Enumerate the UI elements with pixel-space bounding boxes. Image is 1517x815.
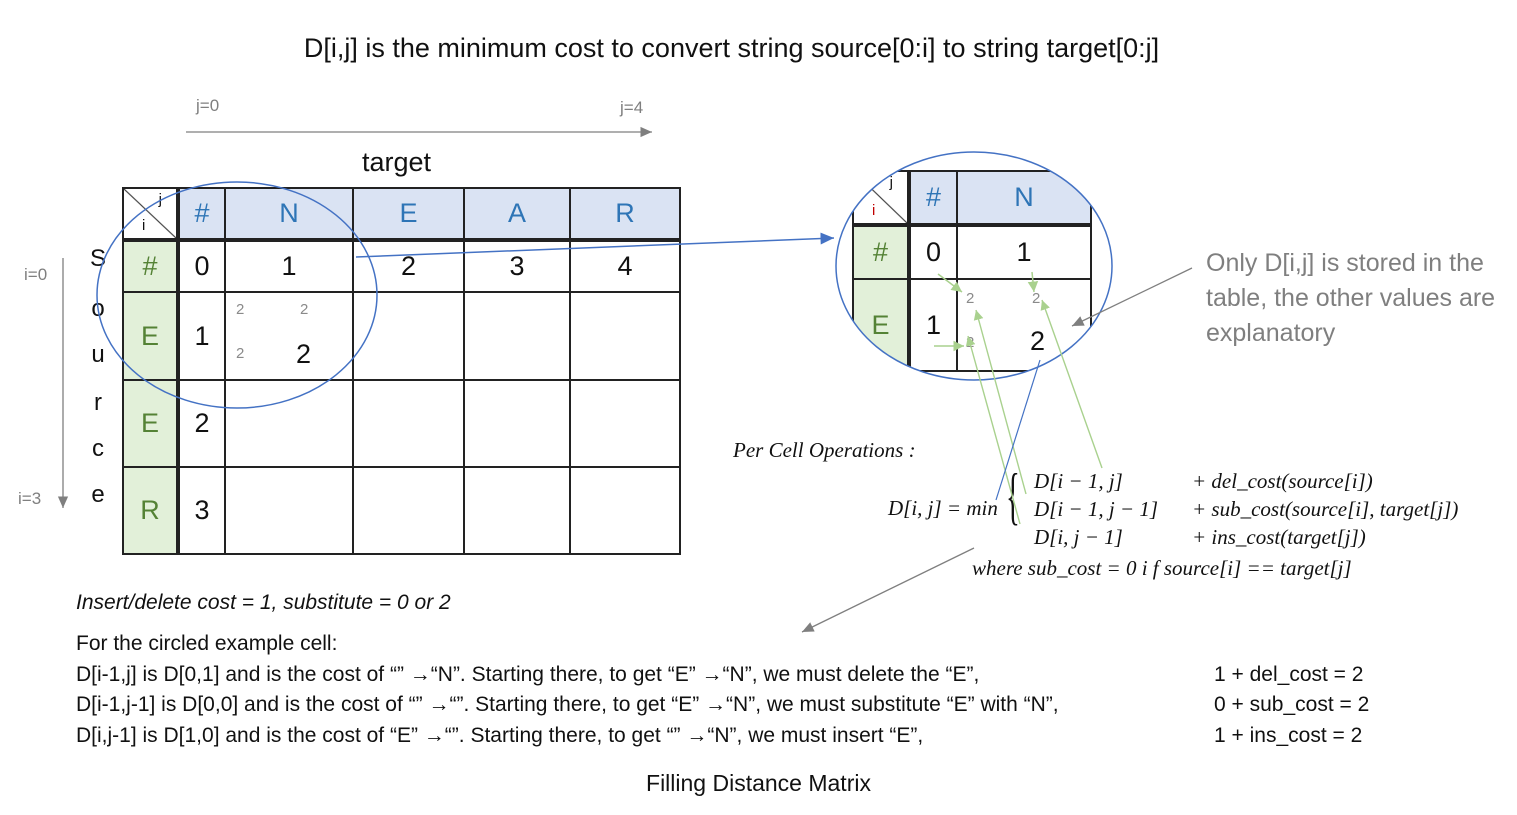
matrix-cell: 2 [177,379,226,468]
row-header: E [122,291,180,381]
example-row: D[i-1,j] is D[0,1] and is the cost of “”… [76,663,980,686]
row-header: E [122,379,180,468]
j-start-label: j=0 [196,96,220,115]
zoom-cell-value: 2 [1030,326,1046,356]
zoom-corner-cell: j i [852,170,911,227]
row-header: # [122,239,180,293]
j-end-label: j=4 [620,98,644,117]
col-header: N [224,187,354,242]
matrix-cell: 1 [224,239,354,293]
formula-lhs: D[i, j] = min [888,496,998,520]
source-letter: e [91,481,105,508]
source-letter: u [91,341,105,368]
matrix-cell [352,291,465,381]
matrix-cell: 3 [463,239,571,293]
matrix-cell: 0 [177,239,226,293]
formula-term: D[i − 1, j] [1034,469,1123,493]
zoom-corner-j: j [889,174,893,191]
zoom-cell: 0 [908,224,958,280]
zoom-cell: 1 [956,224,1092,280]
example-row-result: 1 + del_cost = 2 [1214,663,1364,686]
zoom-col-header: N [956,170,1092,227]
matrix-cell [569,291,681,381]
formula-cost: + del_cost(source[i]) [1192,469,1373,493]
sub-value: 2 [236,345,245,362]
zoom-sub-value: 2 [1032,290,1041,307]
cost-line: Insert/delete cost = 1, substitute = 0 o… [76,591,451,614]
matrix-cell [352,466,465,555]
matrix-cell: 3 [177,466,226,555]
per-cell-operations-title: Per Cell Operations : [733,438,916,462]
example-row-result: 1 + ins_cost = 2 [1214,724,1363,747]
formula-term: D[i, j − 1] [1034,525,1123,549]
matrix-cell [463,379,571,468]
zoom-example-cell: 2 2 2 2 [956,278,1092,372]
source-letter: r [94,389,102,416]
zoom-sub-value: 2 [966,334,975,351]
formula-where: where sub_cost = 0 i f source[i] == targ… [972,556,1352,580]
matrix-cell [352,379,465,468]
zoom-sub-value: 2 [966,290,975,307]
formula-cost: + sub_cost(source[i], target[j]) [1192,497,1459,521]
example-row: D[i,j-1] is D[1,0] and is the cost of “E… [76,724,924,747]
target-label: target [362,147,432,177]
matrix-cell: 4 [569,239,681,293]
formula-cost: + ins_cost(target[j]) [1192,525,1366,549]
zoom-row-header: E [852,278,911,372]
corner-i-label: i [142,217,146,234]
row-header: R [122,466,180,555]
matrix-cell [569,379,681,468]
zoom-view: j i # N # 0 1 E 1 2 2 2 2 [836,152,1112,380]
source-letter: S [89,245,106,272]
i-end-label: i=3 [18,489,42,508]
matrix-cell [569,466,681,555]
explanatory-note: Only D[i,j] is stored in the table, the … [1206,249,1496,347]
example-cell: 2 2 2 2 [224,291,354,381]
matrix-cell: 1 [177,291,226,381]
corner-j-label: j [158,191,162,208]
col-header: E [352,187,465,242]
sub-value: 2 [236,301,245,318]
corner-cell: j i [122,187,180,242]
col-header: A [463,187,571,242]
example-row-result: 0 + sub_cost = 2 [1214,693,1370,716]
matrix-cell [463,291,571,381]
diagram-title: D[i,j] is the minimum cost to convert st… [303,33,1160,63]
cell-value: 2 [296,339,312,369]
matrix-cell [463,466,571,555]
zoom-cell: 1 [908,278,958,372]
zoom-corner-i: i [872,202,876,219]
figure-caption: Filling Distance Matrix [646,770,871,796]
example-heading: For the circled example cell: [76,632,338,655]
source-letter: c [92,435,104,462]
matrix-cell [224,379,354,468]
i-start-label: i=0 [24,265,48,284]
zoom-row-header: # [852,224,911,280]
formula-term: D[i − 1, j − 1] [1034,497,1159,521]
example-row: D[i-1,j-1] is D[0,0] and is the cost of … [76,693,1059,716]
sub-value: 2 [300,301,309,318]
example-pointer-arrow [801,547,975,633]
formula-brace: { [1006,460,1020,531]
zoom-matrix: j i # N # 0 1 E 1 2 2 2 2 [852,170,1092,372]
col-header: # [177,187,226,242]
zoom-col-header: # [908,170,958,227]
matrix-cell: 2 [352,239,465,293]
col-header: R [569,187,681,242]
source-letter: o [91,295,105,322]
matrix-cell [224,466,354,555]
distance-matrix: j i # N E A R # 0 1 2 3 4 E 1 2 2 2 2 E … [122,187,681,555]
